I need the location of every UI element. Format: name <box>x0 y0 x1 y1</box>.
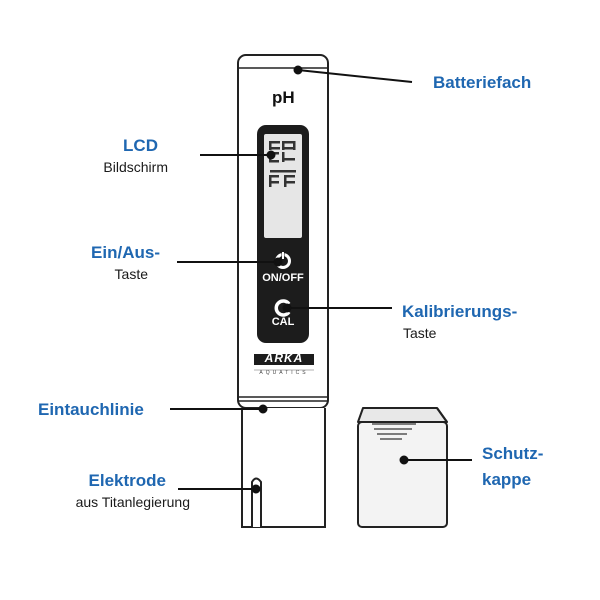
electrode-sublabel: aus Titanlegierung <box>75 494 190 510</box>
battery-compartment-label: Batteriefach <box>433 73 532 92</box>
ph-label: pH <box>272 88 295 107</box>
brand-name: ARKA <box>264 351 304 365</box>
protective-cap-label-line2: kappe <box>482 470 532 489</box>
calibration-icon <box>274 299 291 317</box>
leader-lines <box>170 65 472 494</box>
lcd-sublabel: Bildschirm <box>103 159 168 175</box>
lcd-label: LCD <box>123 136 158 155</box>
on-off-label: ON/OFF <box>262 272 304 284</box>
protective-cap <box>357 407 448 528</box>
calibration-button-label: Kalibrierungs- <box>402 302 518 321</box>
immersion-line-label: Eintauchlinie <box>38 400 144 419</box>
arka-logo <box>254 354 314 371</box>
brand-subtitle: AQUATICS <box>259 370 309 376</box>
calibration-button-sublabel: Taste <box>403 325 437 341</box>
electrode-label: Elektrode <box>88 471 166 490</box>
protective-cap-label-line1: Schutz- <box>482 444 544 463</box>
cal-label: CAL <box>271 316 295 328</box>
on-off-button-sublabel: Taste <box>114 266 148 282</box>
on-off-button-label: Ein/Aus- <box>91 243 160 262</box>
electrode-housing <box>241 408 326 528</box>
